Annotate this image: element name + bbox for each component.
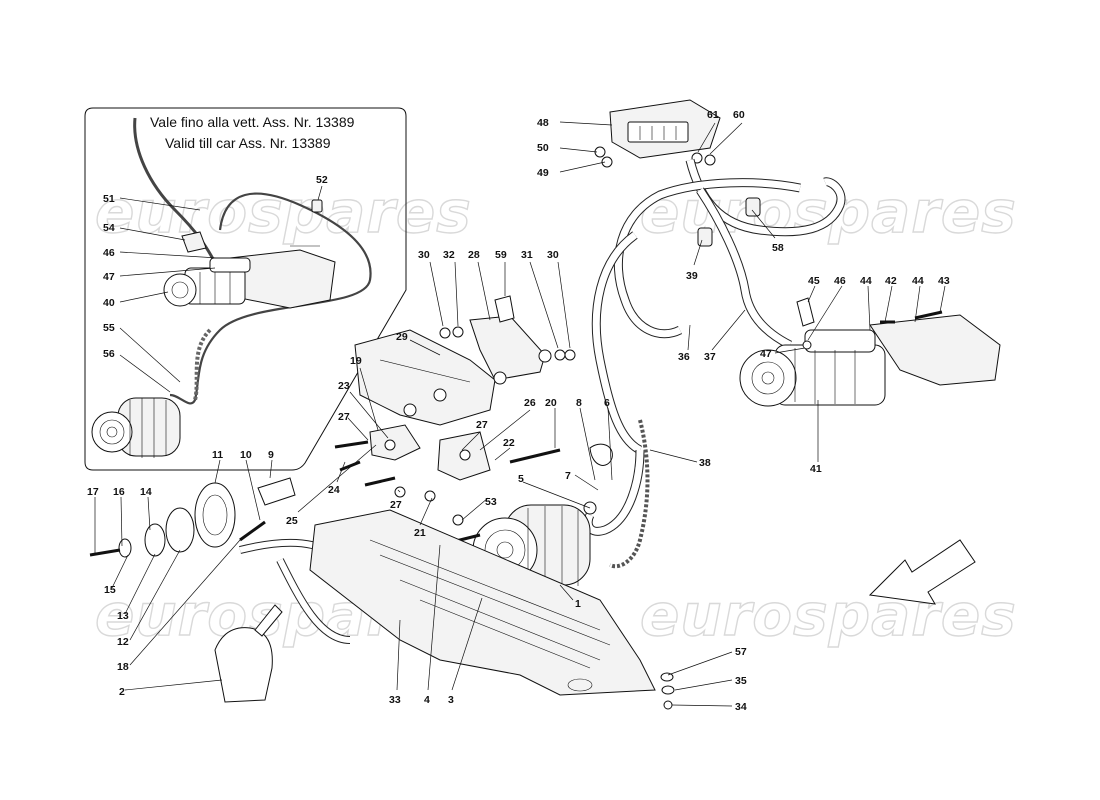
callout: 33 [389, 694, 401, 706]
callout: 42 [885, 275, 897, 287]
callout: 22 [503, 437, 515, 449]
inset-harness [169, 192, 372, 405]
callout: 28 [468, 249, 480, 261]
callout: 25 [286, 515, 298, 527]
callout: 57 [735, 646, 747, 658]
sensor-cap [214, 604, 283, 703]
callout: 50 [537, 142, 549, 154]
callout: 38 [699, 457, 711, 469]
callout: 49 [537, 167, 549, 179]
callout: 47 [103, 271, 115, 283]
inset-alternator [91, 397, 181, 458]
callout: 27 [390, 499, 402, 511]
callout: 47 [760, 348, 772, 360]
callout: 1 [575, 598, 581, 610]
callout: 39 [686, 270, 698, 282]
callout: 17 [87, 486, 99, 498]
callout: 7 [565, 470, 571, 482]
callout: 20 [545, 397, 557, 409]
callout-labels: 51 52 54 46 47 40 55 56 48 50 49 61 60 5… [87, 109, 950, 713]
callout: 4 [424, 694, 430, 706]
callout: 16 [113, 486, 125, 498]
callout: 51 [103, 193, 115, 205]
callout: 32 [443, 249, 455, 261]
callout: 56 [103, 348, 115, 360]
fastener-set [660, 672, 675, 710]
callout: 37 [704, 351, 716, 363]
inset-battery-cable [133, 117, 217, 263]
leader-lines [94, 121, 946, 707]
callout: 35 [735, 675, 747, 687]
callout: 3 [448, 694, 454, 706]
callout: 10 [240, 449, 252, 461]
starter-motor [739, 297, 1001, 407]
adjuster-brackets [334, 424, 561, 526]
callout: 31 [521, 249, 533, 261]
callout: 9 [268, 449, 274, 461]
inset-grommet [181, 231, 207, 253]
callout: 8 [576, 397, 582, 409]
callout: 54 [103, 222, 115, 234]
callout: 45 [808, 275, 820, 287]
callout: 36 [678, 351, 690, 363]
callout: 21 [414, 527, 426, 539]
callout: 27 [476, 419, 488, 431]
callout: 44 [912, 275, 924, 287]
watermark-bottom-right: eurospares [640, 581, 1017, 649]
callout: 13 [117, 610, 129, 622]
callout: 29 [396, 331, 408, 343]
callout: 19 [350, 355, 362, 367]
callout: 58 [772, 242, 784, 254]
callout: 44 [860, 275, 872, 287]
callout: 30 [547, 249, 559, 261]
inset-note-italian: Vale fino alla vett. Ass. Nr. 13389 [150, 114, 355, 130]
callout: 24 [328, 484, 340, 496]
relay-bracket [594, 99, 721, 168]
callout: 5 [518, 473, 524, 485]
callout: 34 [735, 701, 747, 713]
callout: 30 [418, 249, 430, 261]
callout: 15 [104, 584, 116, 596]
callout: 48 [537, 117, 549, 129]
inset-starter-motor [163, 249, 336, 309]
watermark-top-left: eurospares [95, 178, 472, 246]
callout: 59 [495, 249, 507, 261]
main-harness [583, 158, 846, 569]
callout: 60 [733, 109, 745, 121]
callout: 11 [212, 449, 223, 461]
callout: 46 [834, 275, 846, 287]
inset-panel: Vale fino alla vett. Ass. Nr. 13389 Vali… [84, 107, 407, 471]
callout: 2 [119, 686, 125, 698]
callout: 6 [604, 397, 610, 409]
callout: 27 [338, 411, 350, 423]
callout: 55 [103, 322, 115, 334]
callout: 26 [524, 397, 536, 409]
callout: 61 [707, 109, 719, 121]
callout: 40 [103, 297, 115, 309]
callout: 23 [338, 380, 350, 392]
callout: 53 [485, 496, 497, 508]
inset-border [84, 107, 407, 471]
direction-arrow [868, 539, 976, 605]
heat-shield-plate [309, 509, 656, 696]
callout: 43 [938, 275, 950, 287]
callout: 41 [810, 463, 822, 475]
inset-clamp [311, 199, 323, 213]
inset-note-english: Valid till car Ass. Nr. 13389 [165, 135, 331, 151]
callout: 52 [316, 174, 328, 186]
callout: 12 [117, 636, 129, 648]
alternator-mounting-bracket [354, 295, 576, 426]
callout: 18 [117, 661, 129, 673]
callout: 14 [140, 486, 152, 498]
inset-harness-dashed [193, 328, 212, 401]
callout: 46 [103, 247, 115, 259]
